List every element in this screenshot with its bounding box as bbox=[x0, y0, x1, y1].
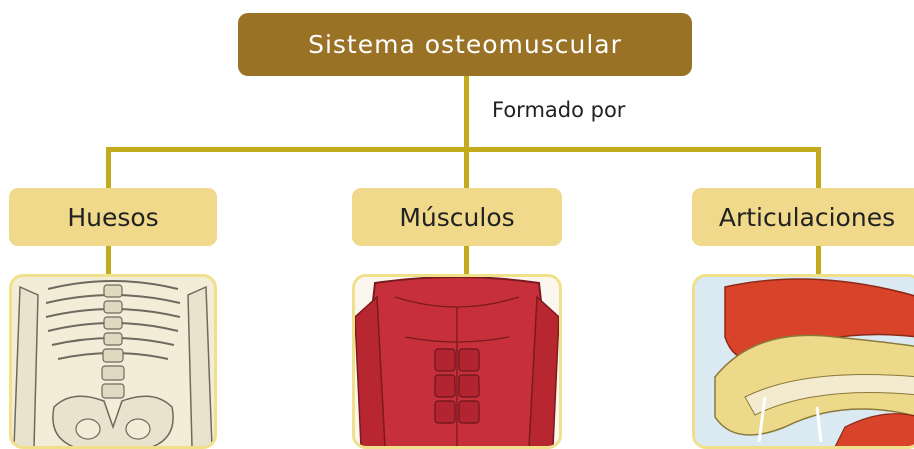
connector-horizontal bbox=[106, 147, 821, 152]
category-huesos: Huesos bbox=[9, 188, 217, 246]
connector-center-drop bbox=[464, 147, 469, 189]
connector-label: Formado por bbox=[492, 98, 626, 122]
connector-right-drop bbox=[816, 147, 821, 189]
connector-left-image bbox=[106, 246, 111, 276]
diagram-title: Sistema osteomuscular bbox=[238, 13, 692, 76]
skeleton-image bbox=[9, 274, 217, 449]
category-musculos: Músculos bbox=[352, 188, 562, 246]
connector-right-image bbox=[816, 246, 821, 276]
connector-left-drop bbox=[106, 147, 111, 189]
muscles-image bbox=[352, 274, 562, 449]
category-articulaciones: Articulaciones bbox=[692, 188, 914, 246]
joint-image bbox=[692, 274, 914, 449]
connector-center-image bbox=[464, 246, 469, 276]
connector-trunk bbox=[464, 76, 469, 150]
